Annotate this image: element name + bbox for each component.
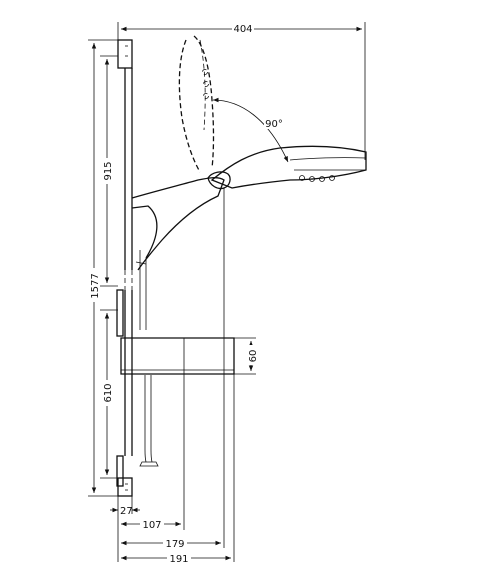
showerhead: [207, 145, 367, 190]
dim-label-404: 404: [233, 24, 252, 35]
shower-arm: [131, 177, 225, 271]
extension-lines: [117, 188, 235, 562]
dimension-915: 915: [100, 55, 118, 287]
wall-rail: [116, 39, 133, 497]
dimension-107: 107: [121, 517, 181, 531]
dimension-27: 27: [110, 506, 140, 517]
dimension-191: 191: [121, 551, 231, 565]
dim-label-179: 179: [165, 539, 184, 550]
dim-label-60: 60: [248, 350, 259, 363]
dimension-1577: 1577: [88, 39, 118, 497]
angle-label: 90°: [265, 119, 283, 130]
showerhead-tilted-outline: [178, 35, 215, 173]
shower-hose: [139, 250, 159, 467]
dim-label-107: 107: [142, 520, 161, 531]
dimension-404: 404: [117, 21, 366, 160]
dimension-179: 179: [121, 536, 221, 550]
dim-label-915: 915: [103, 161, 114, 180]
shelf: 60: [120, 337, 259, 375]
dim-label-610: 610: [103, 383, 114, 402]
dimension-610: 610: [100, 309, 118, 479]
angle-90: 90°: [212, 97, 289, 163]
dim-label-27: 27: [120, 506, 133, 517]
dim-label-1577: 1577: [90, 273, 101, 298]
dim-label-191: 191: [169, 554, 188, 565]
